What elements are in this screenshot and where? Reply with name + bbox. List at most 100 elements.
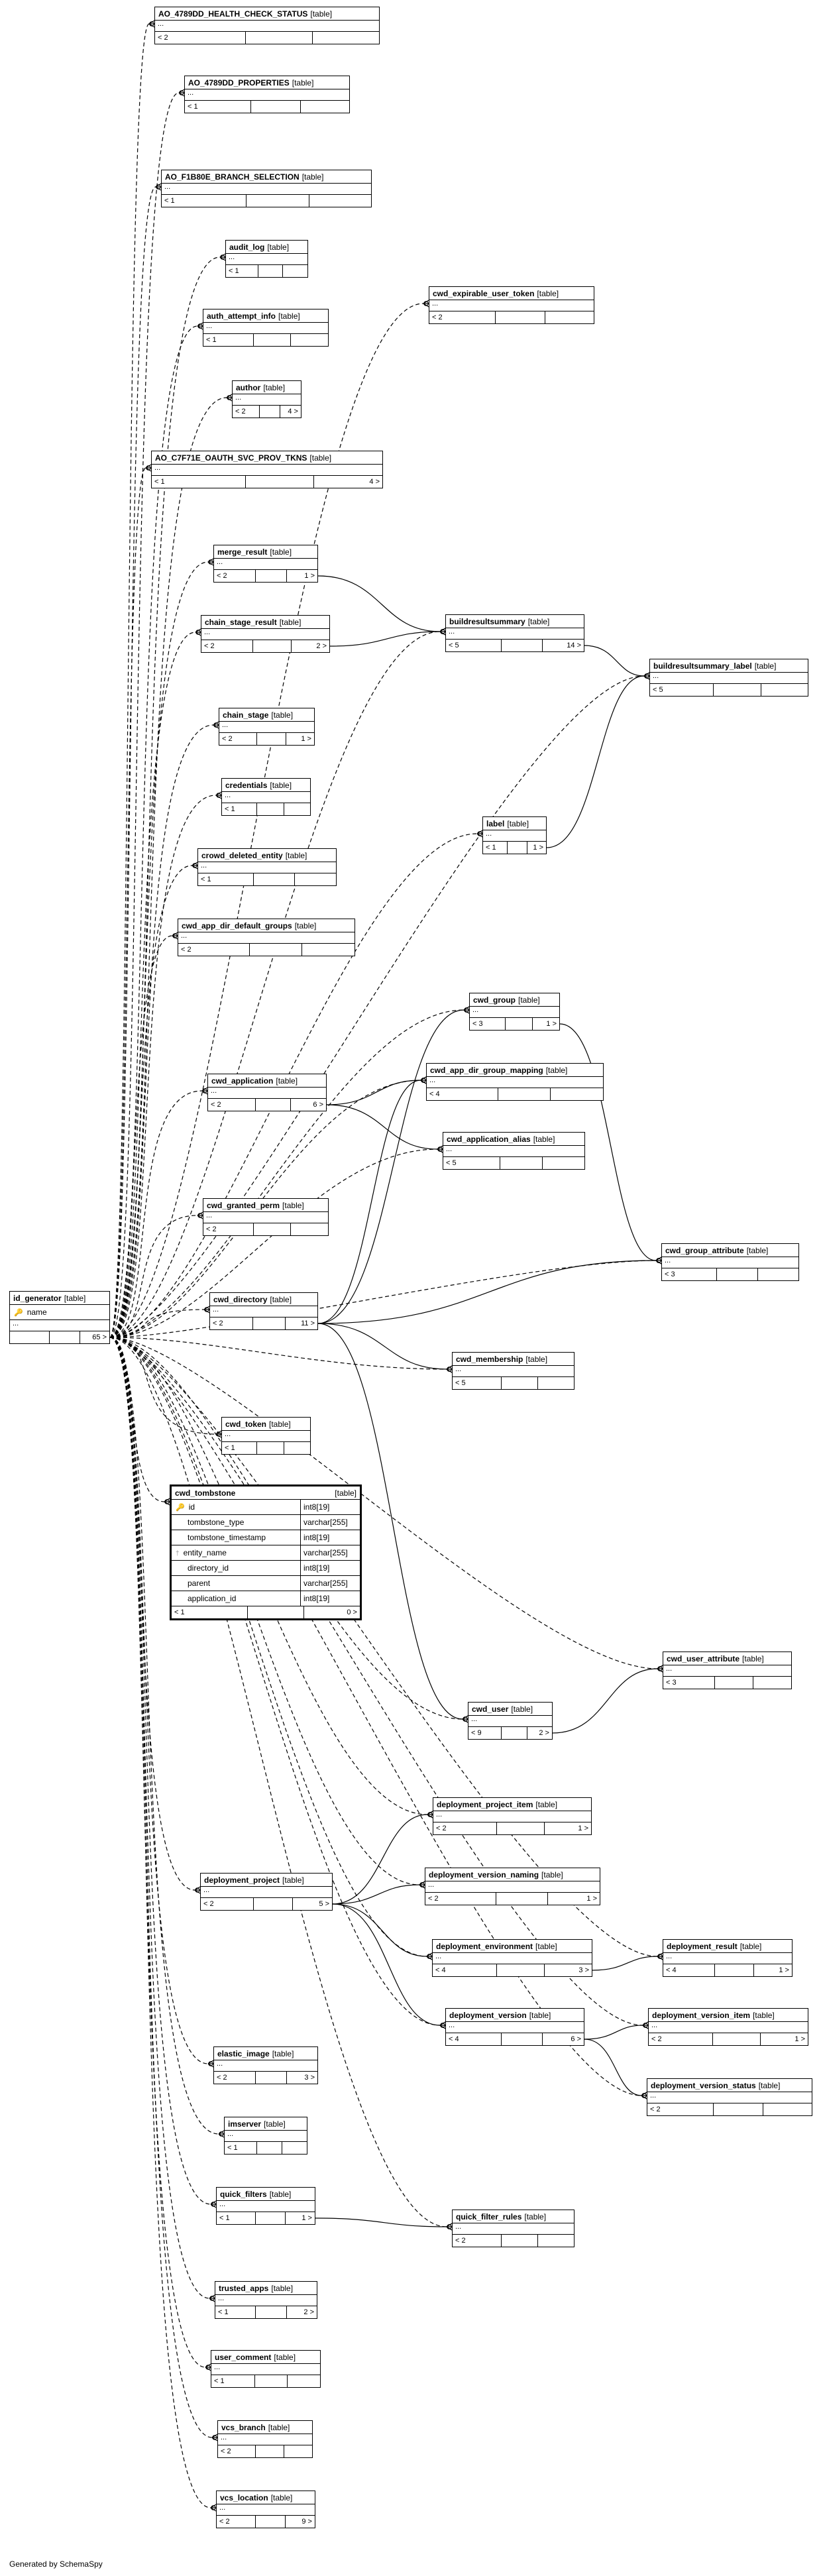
table-cwd-user-attribute[interactable]: cwd_user_attribute[table] ... < 3 xyxy=(663,1652,792,1689)
crowfoot-marker xyxy=(179,90,184,95)
table-name: quick_filter_rules xyxy=(456,2212,522,2221)
table-audit-log[interactable]: audit_log[table] ... < 1 xyxy=(225,240,308,278)
table-ao-f1b80e-branch-selection[interactable]: AO_F1B80E_BRANCH_SELECTION[table] ... < … xyxy=(161,170,372,207)
crowfoot-marker xyxy=(657,1952,663,1960)
crowfoot-marker xyxy=(212,2435,217,2440)
crowfoot-marker xyxy=(209,2294,215,2302)
crowfoot-marker xyxy=(477,831,482,836)
table-cwd-token[interactable]: cwd_token[table] ... < 1 xyxy=(221,1417,311,1455)
crowfoot-marker xyxy=(207,558,214,566)
table-cwd-application-alias[interactable]: cwd_application_alias[table] ... < 5 xyxy=(443,1132,585,1170)
crowfoot-marker xyxy=(641,2092,647,2100)
table-buildresultsummary-label[interactable]: buildresultsummary_label[table] ... < 5 xyxy=(649,659,808,697)
table-name: buildresultsummary_label xyxy=(653,661,752,671)
collapsed-columns: ... xyxy=(162,184,371,195)
collapsed-columns: ... xyxy=(429,300,594,311)
table-ao-4789dd-properties[interactable]: AO_4789DD_PROPERTIES[table] ... < 1 xyxy=(184,76,350,113)
crowfoot-marker xyxy=(440,2023,445,2028)
table-quick-filter-rules[interactable]: quick_filter_rules[table] ... < 2 xyxy=(452,2210,575,2247)
table-tag: [table] xyxy=(282,1201,304,1210)
child-count: < 4 xyxy=(666,1966,677,1974)
column-type: int8[19] xyxy=(300,1561,360,1575)
table-name: vcs_branch xyxy=(221,2423,266,2432)
table-cwd-granted-perm[interactable]: cwd_granted_perm[table] ... < 2 xyxy=(203,1198,329,1236)
table-vcs-branch[interactable]: vcs_branch[table] ... < 2 xyxy=(217,2420,313,2458)
row-count xyxy=(248,944,302,956)
table-ao-4789dd-health-check-status[interactable]: AO_4789DD_HEALTH_CHECK_STATUS[table] ...… xyxy=(154,7,380,44)
table-cwd-app-dir-group-mapping[interactable]: cwd_app_dir_group_mapping[table] ... < 4 xyxy=(426,1063,604,1101)
column-type: int8[19] xyxy=(300,1530,360,1545)
table-tag: [table] xyxy=(301,172,324,182)
row-count xyxy=(496,1964,544,1976)
child-count: < 2 xyxy=(219,2517,230,2526)
crowfoot-marker xyxy=(644,673,649,679)
row-count xyxy=(496,1822,543,1834)
table-ao-c7f71e-oauth-svc-prov-tkns[interactable]: AO_C7F71E_OAUTH_SVC_PROV_TKNS[table] ...… xyxy=(151,451,383,488)
crowfoot-marker xyxy=(641,2093,647,2098)
row-count xyxy=(246,195,308,207)
crowfoot-marker xyxy=(219,253,226,261)
crowfoot-marker xyxy=(427,1954,432,1959)
child-count xyxy=(10,1331,49,1343)
table-deployment-version-status[interactable]: deployment_version_status[table] ... < 2 xyxy=(647,2078,812,2116)
crowfoot-marker xyxy=(195,628,201,636)
crowfoot-marker xyxy=(427,1812,433,1817)
collapsed-columns: ... xyxy=(210,1306,317,1317)
table-tag: [table] xyxy=(274,2353,296,2362)
id-generator-edge xyxy=(109,1337,447,2227)
child-count: < 2 xyxy=(213,1319,223,1327)
table-deployment-version-naming[interactable]: deployment_version_naming[table] ... < 2… xyxy=(425,1868,600,1905)
crowfoot-marker xyxy=(420,1076,427,1084)
table-credentials[interactable]: credentials[table] ... < 1 xyxy=(221,778,311,816)
collapsed-columns: ... xyxy=(483,830,546,842)
table-auth-attempt-info[interactable]: auth_attempt_info[table] ... < 1 xyxy=(203,309,329,347)
table-cwd-expirable-user-token[interactable]: cwd_expirable_user_token[table] ... < 2 xyxy=(429,286,594,324)
column-name: id xyxy=(188,1502,195,1512)
table-id-generator[interactable]: id_generator[table] 🔑name ... 65 > xyxy=(9,1291,110,1344)
collapsed-columns: ... xyxy=(433,1811,591,1822)
parent-count xyxy=(283,2445,312,2457)
parent-count: 5 > xyxy=(292,1898,332,1910)
table-cwd-group-attribute[interactable]: cwd_group_attribute[table] ... < 3 xyxy=(661,1243,799,1281)
table-imserver[interactable]: imserver[table] ... < 1 xyxy=(224,2117,307,2155)
parent-count xyxy=(301,944,355,956)
table-user-comment[interactable]: user_comment[table] ... < 1 xyxy=(211,2350,321,2388)
table-name: user_comment xyxy=(215,2353,272,2362)
table-footer: < 1 xyxy=(222,1442,310,1454)
table-cwd-app-dir-default-groups[interactable]: cwd_app_dir_default_groups[table] ... < … xyxy=(178,919,355,956)
crowfoot-marker xyxy=(420,1076,427,1084)
child-count: < 2 xyxy=(221,2447,231,2455)
crowfoot-marker xyxy=(155,183,162,191)
table-tag: [table] xyxy=(270,547,292,557)
table-cwd-membership[interactable]: cwd_membership[table] ... < 5 xyxy=(452,1352,575,1390)
crowfoot-marker xyxy=(172,932,178,940)
collapsed-columns: ... xyxy=(649,2022,808,2033)
crowfoot-marker xyxy=(447,2224,452,2229)
table-tag: [table] xyxy=(64,1294,86,1303)
table-crowd-deleted-entity[interactable]: crowd_deleted_entity[table] ... < 1 xyxy=(197,848,337,886)
table-name: deployment_version xyxy=(449,2011,527,2020)
